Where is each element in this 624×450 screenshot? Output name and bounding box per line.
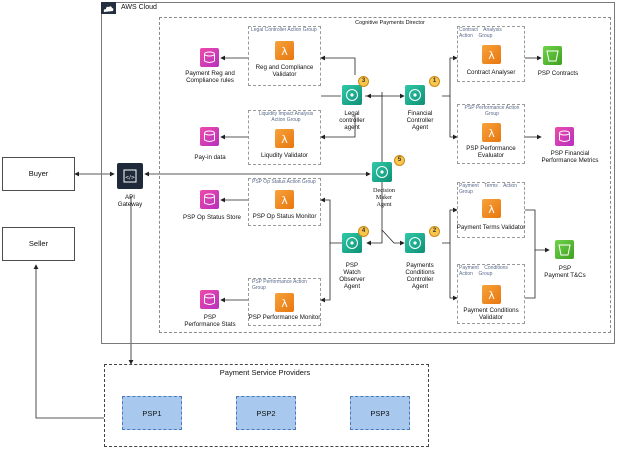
financial-metrics-store-label: PSP Financial Performance Metrics	[541, 150, 599, 165]
lambda-icon: λ	[275, 41, 294, 60]
decision-maker-badge: 5	[394, 155, 405, 166]
svg-text:λ: λ	[488, 289, 495, 302]
performance-right-group-title: PSP Performance Action Group	[464, 105, 520, 117]
buyer-label: Buyer	[28, 169, 49, 178]
svg-text:</>: </>	[125, 175, 135, 181]
legal-agent-badge: 3	[358, 76, 369, 87]
svg-text:λ: λ	[488, 49, 495, 62]
director-title: Cognitive Payments Director	[355, 20, 425, 26]
op-status-monitor-label: PSP Op Status Monitor	[252, 213, 317, 220]
performance-monitor-label: PSP Performance Monitor	[248, 314, 321, 321]
lambda-icon: λ	[275, 190, 294, 209]
reg-compliance-validator-label: Reg and Compliance Validator	[255, 64, 314, 79]
providers-title: Payment Service Providers	[219, 368, 311, 377]
legal-agent-label: Legal controller agent	[339, 110, 365, 132]
decision-maker-agent-icon[interactable]	[372, 162, 392, 182]
buyer-box[interactable]: Buyer	[2, 157, 75, 191]
financial-agent-badge: 1	[429, 76, 440, 87]
liquidity-validator-label: Liqudity Validator	[260, 152, 308, 159]
payment-terms-group-title: Payment Terms Action Group	[459, 183, 517, 195]
payment-service-providers-group	[104, 364, 429, 447]
liquidity-group-title: Liquidity Impact Analysis Action Group	[258, 111, 314, 123]
psp-card[interactable]: PSP1	[122, 396, 182, 430]
lambda-icon: λ	[482, 123, 501, 142]
contracts-store-label: PSP Contracts	[537, 70, 579, 77]
svg-text:λ: λ	[281, 45, 288, 58]
aws-cloud-boundary	[101, 2, 615, 344]
payments-conditions-agent-icon[interactable]	[405, 233, 425, 253]
lambda-icon: λ	[482, 199, 501, 218]
op-status-group-title: PSP Op Status Action Group	[252, 179, 316, 185]
psp-watch-observer-agent-icon[interactable]	[342, 233, 362, 253]
s3-bucket-icon	[543, 46, 562, 65]
performance-stats-store-label: PSP Performance Stats	[184, 314, 236, 329]
lambda-icon: λ	[482, 45, 501, 64]
payments-agent-badge: 2	[429, 226, 440, 237]
reg-rules-store-label: Payment Reg and Compliance rules	[185, 70, 235, 85]
performance-left-group-title: PSP Performance Action Group	[252, 279, 307, 291]
contract-group-title: Contract Analysis Action Group	[459, 27, 502, 39]
op-status-store-label: PSP Op Status Store	[182, 214, 241, 221]
cognitive-payments-director	[159, 17, 611, 333]
lambda-icon: λ	[482, 285, 501, 304]
dynamodb-icon	[200, 48, 219, 67]
payment-conditions-validator-label: Payment Conditions Validator	[463, 307, 519, 322]
payments-agent-label: Payments Conditions Controller Agent	[405, 262, 435, 291]
aws-cloud-title: AWS Cloud	[121, 4, 157, 11]
watch-agent-label: PSP Watch Observer Agent	[339, 262, 365, 291]
svg-text:λ: λ	[281, 297, 288, 310]
contract-analyser-label: Contract Analyser	[466, 69, 516, 76]
svg-text:λ: λ	[488, 203, 495, 216]
psp-card[interactable]: PSP2	[236, 396, 296, 430]
api-gateway-icon[interactable]: </>	[117, 163, 143, 189]
dynamodb-icon	[200, 190, 219, 209]
payment-terms-validator-label: Payment Terms Validator	[456, 224, 526, 231]
seller-box[interactable]: Seller	[2, 227, 75, 261]
svg-text:λ: λ	[488, 127, 495, 140]
financial-controller-agent-icon[interactable]	[405, 85, 425, 105]
aws-cloud-icon	[101, 2, 116, 14]
lambda-icon: λ	[275, 129, 294, 148]
dynamodb-icon	[200, 127, 219, 146]
dynamodb-icon	[200, 290, 219, 309]
api-gateway-label: API Gateway	[117, 194, 143, 209]
payin-store-label: Pay-in data	[194, 154, 226, 161]
s3-bucket-icon	[555, 240, 574, 259]
watch-agent-badge: 4	[358, 226, 369, 237]
performance-evaluator-label: PSP Performance Evaluator	[466, 145, 516, 160]
svg-text:λ: λ	[281, 133, 288, 146]
terms-tcs-store-label: PSP Payment T&Cs	[544, 265, 586, 280]
legal-controller-agent-icon[interactable]	[342, 85, 362, 105]
lambda-icon: λ	[275, 293, 294, 312]
decision-maker-label: Decision Maker Agent	[373, 187, 395, 209]
psp-card[interactable]: PSP3	[350, 396, 410, 430]
legal-group-title: Legal Controller Action Group	[251, 27, 317, 33]
dynamodb-icon	[555, 127, 574, 146]
payment-conditions-group-title: Payment Conditions Action Group	[459, 265, 508, 277]
seller-label: Seller	[28, 239, 49, 248]
svg-text:λ: λ	[281, 194, 288, 207]
financial-agent-label: Financial Controller Agent	[406, 110, 434, 132]
